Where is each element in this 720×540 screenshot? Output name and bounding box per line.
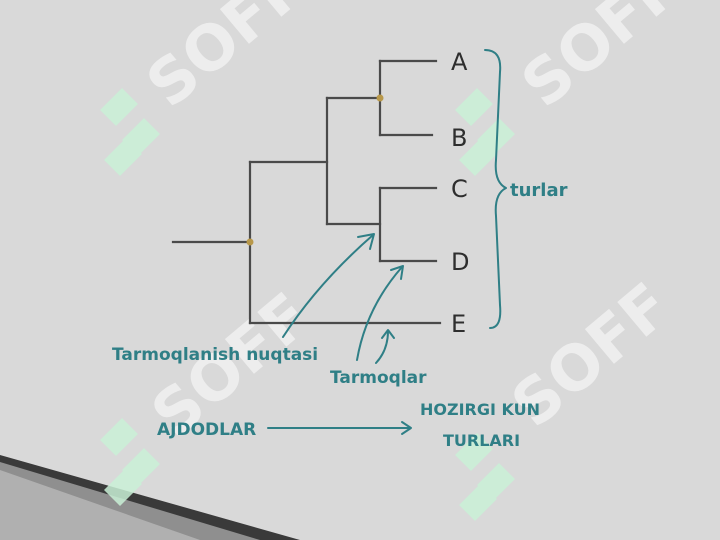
branches-arrow-short <box>375 330 389 364</box>
watermark-bottom-right: SOFF <box>455 269 684 521</box>
arrowhead-icon <box>390 265 404 280</box>
modern-species-label-line1: HOZIRGI KUN <box>420 400 540 419</box>
arrowhead-icon <box>381 329 395 339</box>
root-node-dot <box>246 238 254 246</box>
species-label: turlar <box>510 180 568 201</box>
branches-arrow-long <box>356 266 403 361</box>
taxon-label-d: D <box>451 248 469 276</box>
watermark-logo-icon <box>100 88 160 176</box>
watermark-logo-icon <box>455 88 515 176</box>
species-brace <box>484 49 507 329</box>
watermark-text: SOFF <box>133 0 319 121</box>
arrowhead-icon <box>357 233 375 250</box>
taxon-label-e: E <box>451 310 466 338</box>
taxon-labels: A B C D E <box>451 48 469 338</box>
arrowhead-icon <box>401 421 412 435</box>
watermark-top-right: SOFF <box>455 0 694 176</box>
watermark-bottom-left: SOFF <box>100 279 324 506</box>
annotation-arrows <box>267 233 412 435</box>
watermark-logo-icon <box>455 433 515 521</box>
modern-species-label-line2: TURLARI <box>443 431 520 450</box>
watermark-text: SOFF <box>508 0 694 121</box>
watermark-top-left: SOFF <box>100 0 319 176</box>
phylogenetic-tree <box>171 59 442 325</box>
ancestors-label: AJDODLAR <box>157 420 256 440</box>
ab-node-dot <box>376 94 384 102</box>
branches-label: Tarmoqlar <box>330 368 427 388</box>
taxon-label-a: A <box>451 48 468 76</box>
watermark-logo-icon <box>100 418 160 506</box>
taxon-label-c: C <box>451 175 468 203</box>
taxon-label-b: B <box>451 124 467 152</box>
corner-decoration <box>0 455 300 540</box>
branching-point-arrow <box>282 234 374 338</box>
branching-point-label: Tarmoqlanish nuqtasi <box>112 345 318 365</box>
